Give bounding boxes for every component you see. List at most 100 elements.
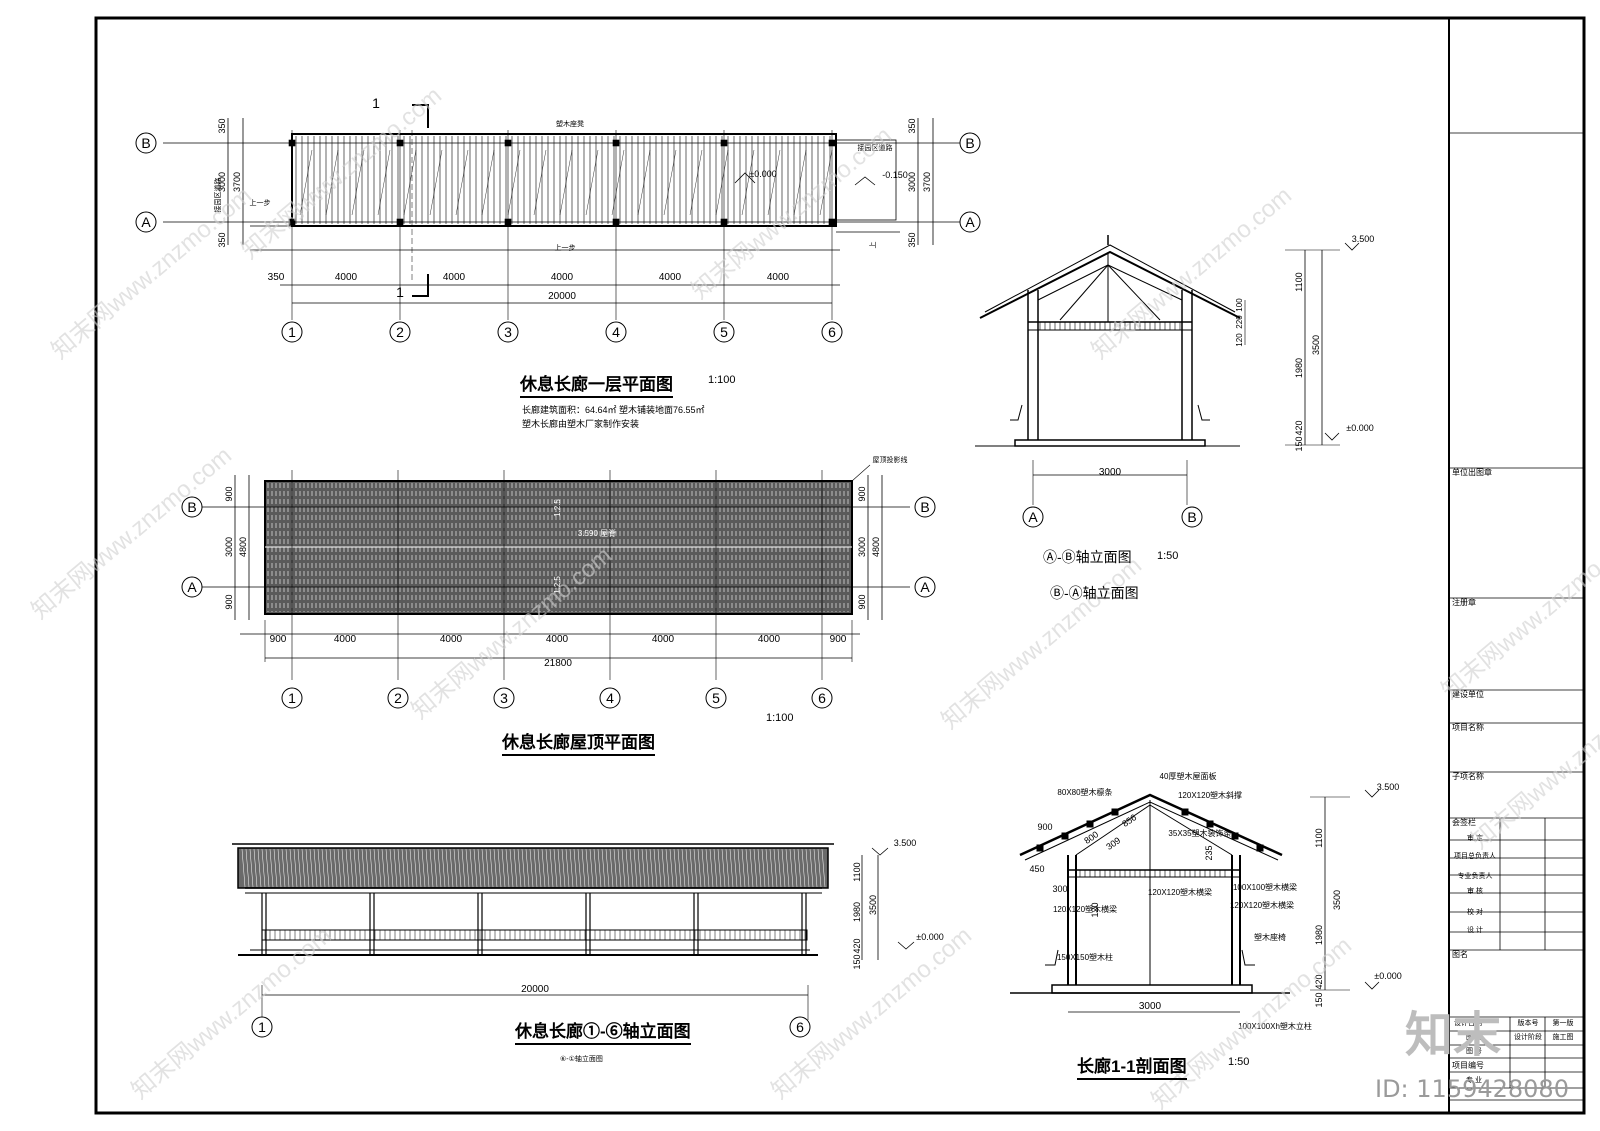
plan-axis-A-left	[135, 211, 157, 233]
plan-axis-A-left-label: A	[141, 214, 151, 230]
plan-axis-B-right	[959, 132, 981, 154]
tb-row-9: 审 核	[1467, 886, 1483, 895]
roof-axis-B-right	[914, 496, 936, 518]
roof-label-projection: 屋顶投影线	[873, 455, 908, 464]
side-title: Ⓐ-Ⓑ轴立面图	[1043, 549, 1132, 565]
roof-ldim-0: 900	[224, 486, 234, 501]
watermark-9: 知末网www.znzmo.com	[767, 922, 977, 1105]
plan-axis-3-label: 3	[504, 324, 512, 340]
sect-label-purlin: 80X80塑木檩条	[1057, 787, 1112, 797]
plan-span-4: 4000	[659, 272, 682, 283]
roof-slope-bottom: 1:2.5	[553, 576, 562, 594]
roof-rdim-0: 900	[857, 486, 867, 501]
side-level-top: 3.500	[1352, 234, 1375, 244]
sect-dim-300: 300	[1052, 884, 1067, 894]
tb-row-11: 设 计	[1467, 925, 1483, 934]
roof-axis-B-left	[181, 496, 203, 518]
section-view	[1010, 789, 1380, 1013]
sect-label-post: 100X100Xh塑木立柱	[1238, 1021, 1312, 1031]
roof-axis-A-left-label: A	[187, 579, 197, 595]
sect-vdim-1980: 1980	[1314, 925, 1324, 945]
elev-vdim-1980: 1980	[852, 902, 862, 922]
roof-axis-6	[811, 687, 833, 709]
tb-row-3: 项目名称	[1452, 722, 1484, 732]
tb-row-7: 项目总负责人	[1454, 851, 1496, 860]
plan-axis-6	[821, 321, 843, 343]
watermark-6: 知末网www.znzmo.com	[937, 552, 1147, 735]
roof-view	[200, 464, 910, 680]
sect-level-top: 3.500	[1377, 782, 1400, 792]
tb-row-16: 图 别	[1466, 1032, 1482, 1041]
watermark-4: 知末网www.znzmo.com	[27, 442, 237, 625]
tb-row-8: 专业负责人	[1458, 871, 1493, 880]
tb-row-18: 施工图	[1553, 1032, 1574, 1041]
plan-note-area: 长廊建筑面积：64.64㎡ 塑木铺装地面76.55㎡	[522, 405, 705, 415]
side-axis-A	[1022, 506, 1044, 528]
plan-span-3: 4000	[551, 272, 574, 283]
roof-axis-5	[705, 687, 727, 709]
roof-span-3: 4000	[546, 634, 569, 645]
sect-vdim-150: 150	[1314, 992, 1324, 1007]
roof-span-4: 4000	[652, 634, 675, 645]
roof-span-2: 4000	[440, 634, 463, 645]
roof-title: 休息长廊屋顶平面图	[502, 728, 655, 756]
elev-vdim-1100: 1100	[852, 862, 862, 881]
watermark-8: 知末网www.znzmo.com	[127, 922, 337, 1105]
sect-width: 3000	[1139, 1001, 1162, 1012]
tb-row-20: 项目编号	[1452, 1060, 1484, 1070]
sect-dim-309: 309	[1104, 835, 1122, 852]
roof-ldim-3: 900	[224, 594, 234, 609]
sect-label-beam-120b: 120X120塑木横梁	[1053, 904, 1117, 914]
tb-row-21: 专 业	[1466, 1075, 1482, 1084]
plan-label-road-left: 接园区道路	[213, 178, 222, 213]
plan-ldim-1: 3000	[217, 172, 227, 192]
side-axis-B	[1181, 506, 1203, 528]
plan-scale: 1:100	[708, 374, 736, 386]
sect-level-0: ±0.000	[1374, 971, 1401, 981]
sect-vdim-420: 420	[1314, 974, 1324, 989]
plan-axis-B-left-label: B	[141, 135, 150, 151]
roof-slope-top: 1:2.5	[553, 499, 562, 517]
plan-rdim-0: 350	[907, 118, 917, 133]
sect-label-trim: 35X35塑木装饰条	[1168, 828, 1231, 838]
roof-axis-B-right-label: B	[920, 499, 929, 515]
plan-axis-1	[281, 321, 303, 343]
plan-axis-5-label: 5	[720, 324, 728, 340]
watermark-id: ID: 1159428080	[1375, 1075, 1569, 1103]
side-axis-A-label: A	[1028, 509, 1038, 525]
sect-label-beam-120a: 120X120塑木横梁	[1148, 887, 1212, 897]
plan-ldim-0: 350	[217, 118, 227, 133]
plan-label-step-bottom: 上一步	[555, 243, 576, 252]
side-axis-B-label: B	[1187, 509, 1196, 525]
plan-axis-4	[605, 321, 627, 343]
roof-axis-2-label: 2	[394, 690, 402, 706]
tb-row-5: 会签栏	[1452, 817, 1476, 827]
side-vdim-3500: 3500	[1311, 335, 1321, 355]
plan-span-1: 4000	[335, 272, 358, 283]
tb-row-6: 审 定	[1467, 833, 1483, 842]
roof-total: 21800	[544, 658, 572, 669]
plan-axis-2	[389, 321, 411, 343]
plan-axis-B-right-label: B	[965, 135, 974, 151]
watermark-11: 知末网www.znzmo.com	[1467, 672, 1600, 855]
plan-level-1: -0.150	[882, 170, 908, 180]
side-vsmall-100: 100	[1235, 298, 1244, 312]
roof-axis-3-label: 3	[500, 690, 508, 706]
sect-dim-900: 900	[1037, 822, 1052, 832]
roof-axis-A-left	[181, 576, 203, 598]
roof-axis-4	[599, 687, 621, 709]
elev-axis-6	[789, 1016, 811, 1038]
plan-level-0: ±0.000	[749, 169, 776, 179]
plan-title: 休息长廊一层平面图	[520, 370, 673, 398]
watermark-logo: 知末	[1405, 1007, 1502, 1063]
tb-row-13: 设计日期	[1454, 1018, 1482, 1027]
roof-rdim-3: 900	[857, 594, 867, 609]
roof-axis-5-label: 5	[712, 690, 720, 706]
side-vdim-420: 420	[1294, 420, 1304, 435]
plan-axis-1-label: 1	[288, 324, 296, 340]
roof-axis-4-label: 4	[606, 690, 614, 706]
